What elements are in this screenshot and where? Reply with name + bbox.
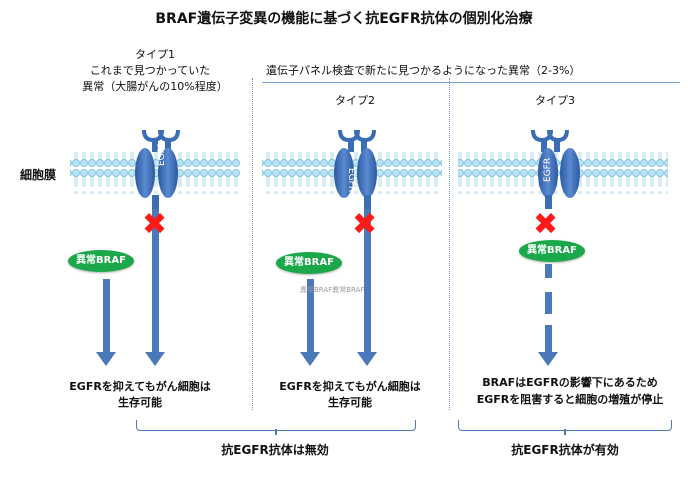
conclusion-right: 抗EGFR抗体が有効: [511, 443, 619, 457]
divider-right: [449, 78, 450, 410]
braf-arrowhead-1: [96, 352, 116, 366]
type2-result-line2: 生存可能: [328, 396, 372, 409]
egfr-arrowhead-3: [538, 352, 558, 366]
block-x-2: ✖: [352, 207, 378, 242]
brace-left-tip: [275, 429, 277, 435]
type3-result-line1: BRAFはEGFRの影響下にあるため: [482, 376, 658, 389]
egfr-label-3: EGFR: [543, 157, 553, 182]
egfr-label-1: EGFR: [157, 141, 167, 166]
block-x-1: ✖: [142, 207, 168, 242]
divider-left: [252, 78, 253, 410]
panel-header: 遺伝子パネル検査で新たに見つかるようになった異常（2-3%）: [266, 64, 581, 77]
egfr-arrow-1: [152, 209, 159, 352]
egfr-arrowhead-1: [145, 352, 165, 366]
conclusion-left: 抗EGFR抗体は無効: [221, 443, 329, 457]
egfr-label-2: EGFR: [346, 168, 356, 193]
braf-oval-3: 異常BRAF: [519, 240, 585, 262]
braf-oval-2: 異常BRAF: [276, 252, 342, 274]
egfr-arrowhead-2: [357, 352, 377, 366]
figure-title: BRAF遺伝子変異の機能に基づく抗EGFR抗体の個別化治療: [155, 11, 533, 27]
braf-oval-1: 異常BRAF: [68, 250, 134, 272]
type3-label: タイプ3: [535, 94, 575, 107]
braf-sublabel-2: 異常BRAF異常BRAF: [300, 286, 365, 294]
braf-arrow-2: [307, 279, 314, 352]
type2-result-line1: EGFRを抑えてもがん細胞は: [279, 380, 421, 393]
dash-3: [545, 325, 552, 352]
braf-arrow-1: [103, 279, 110, 352]
type1-desc-line2: 異常（大腸がんの10%程度）: [82, 80, 228, 93]
type1-desc-line1: これまで見つかっていた: [89, 64, 211, 77]
brace-right-tip: [564, 429, 566, 435]
type1-label: タイプ1: [135, 48, 175, 61]
type1-result-line2: 生存可能: [118, 396, 162, 409]
block-x-3: ✖: [533, 207, 559, 242]
type3-result-line2: EGFRを阻害すると細胞の増殖が停止: [476, 393, 664, 406]
panel-header-underline: [262, 82, 680, 83]
egfr-receptor-3: [531, 129, 580, 209]
egfr-arrow-2: [364, 209, 371, 352]
egfr-receptor-2: [334, 129, 377, 209]
membrane-label: 細胞膜: [20, 168, 57, 182]
type2-label: タイプ2: [335, 94, 375, 107]
dash-2: [545, 292, 552, 314]
braf-arrowhead-2: [300, 352, 320, 366]
egfr-receptor-1: [135, 129, 180, 209]
dash-1: [545, 264, 552, 278]
type1-result-line1: EGFRを抑えてもがん細胞は: [69, 380, 211, 393]
